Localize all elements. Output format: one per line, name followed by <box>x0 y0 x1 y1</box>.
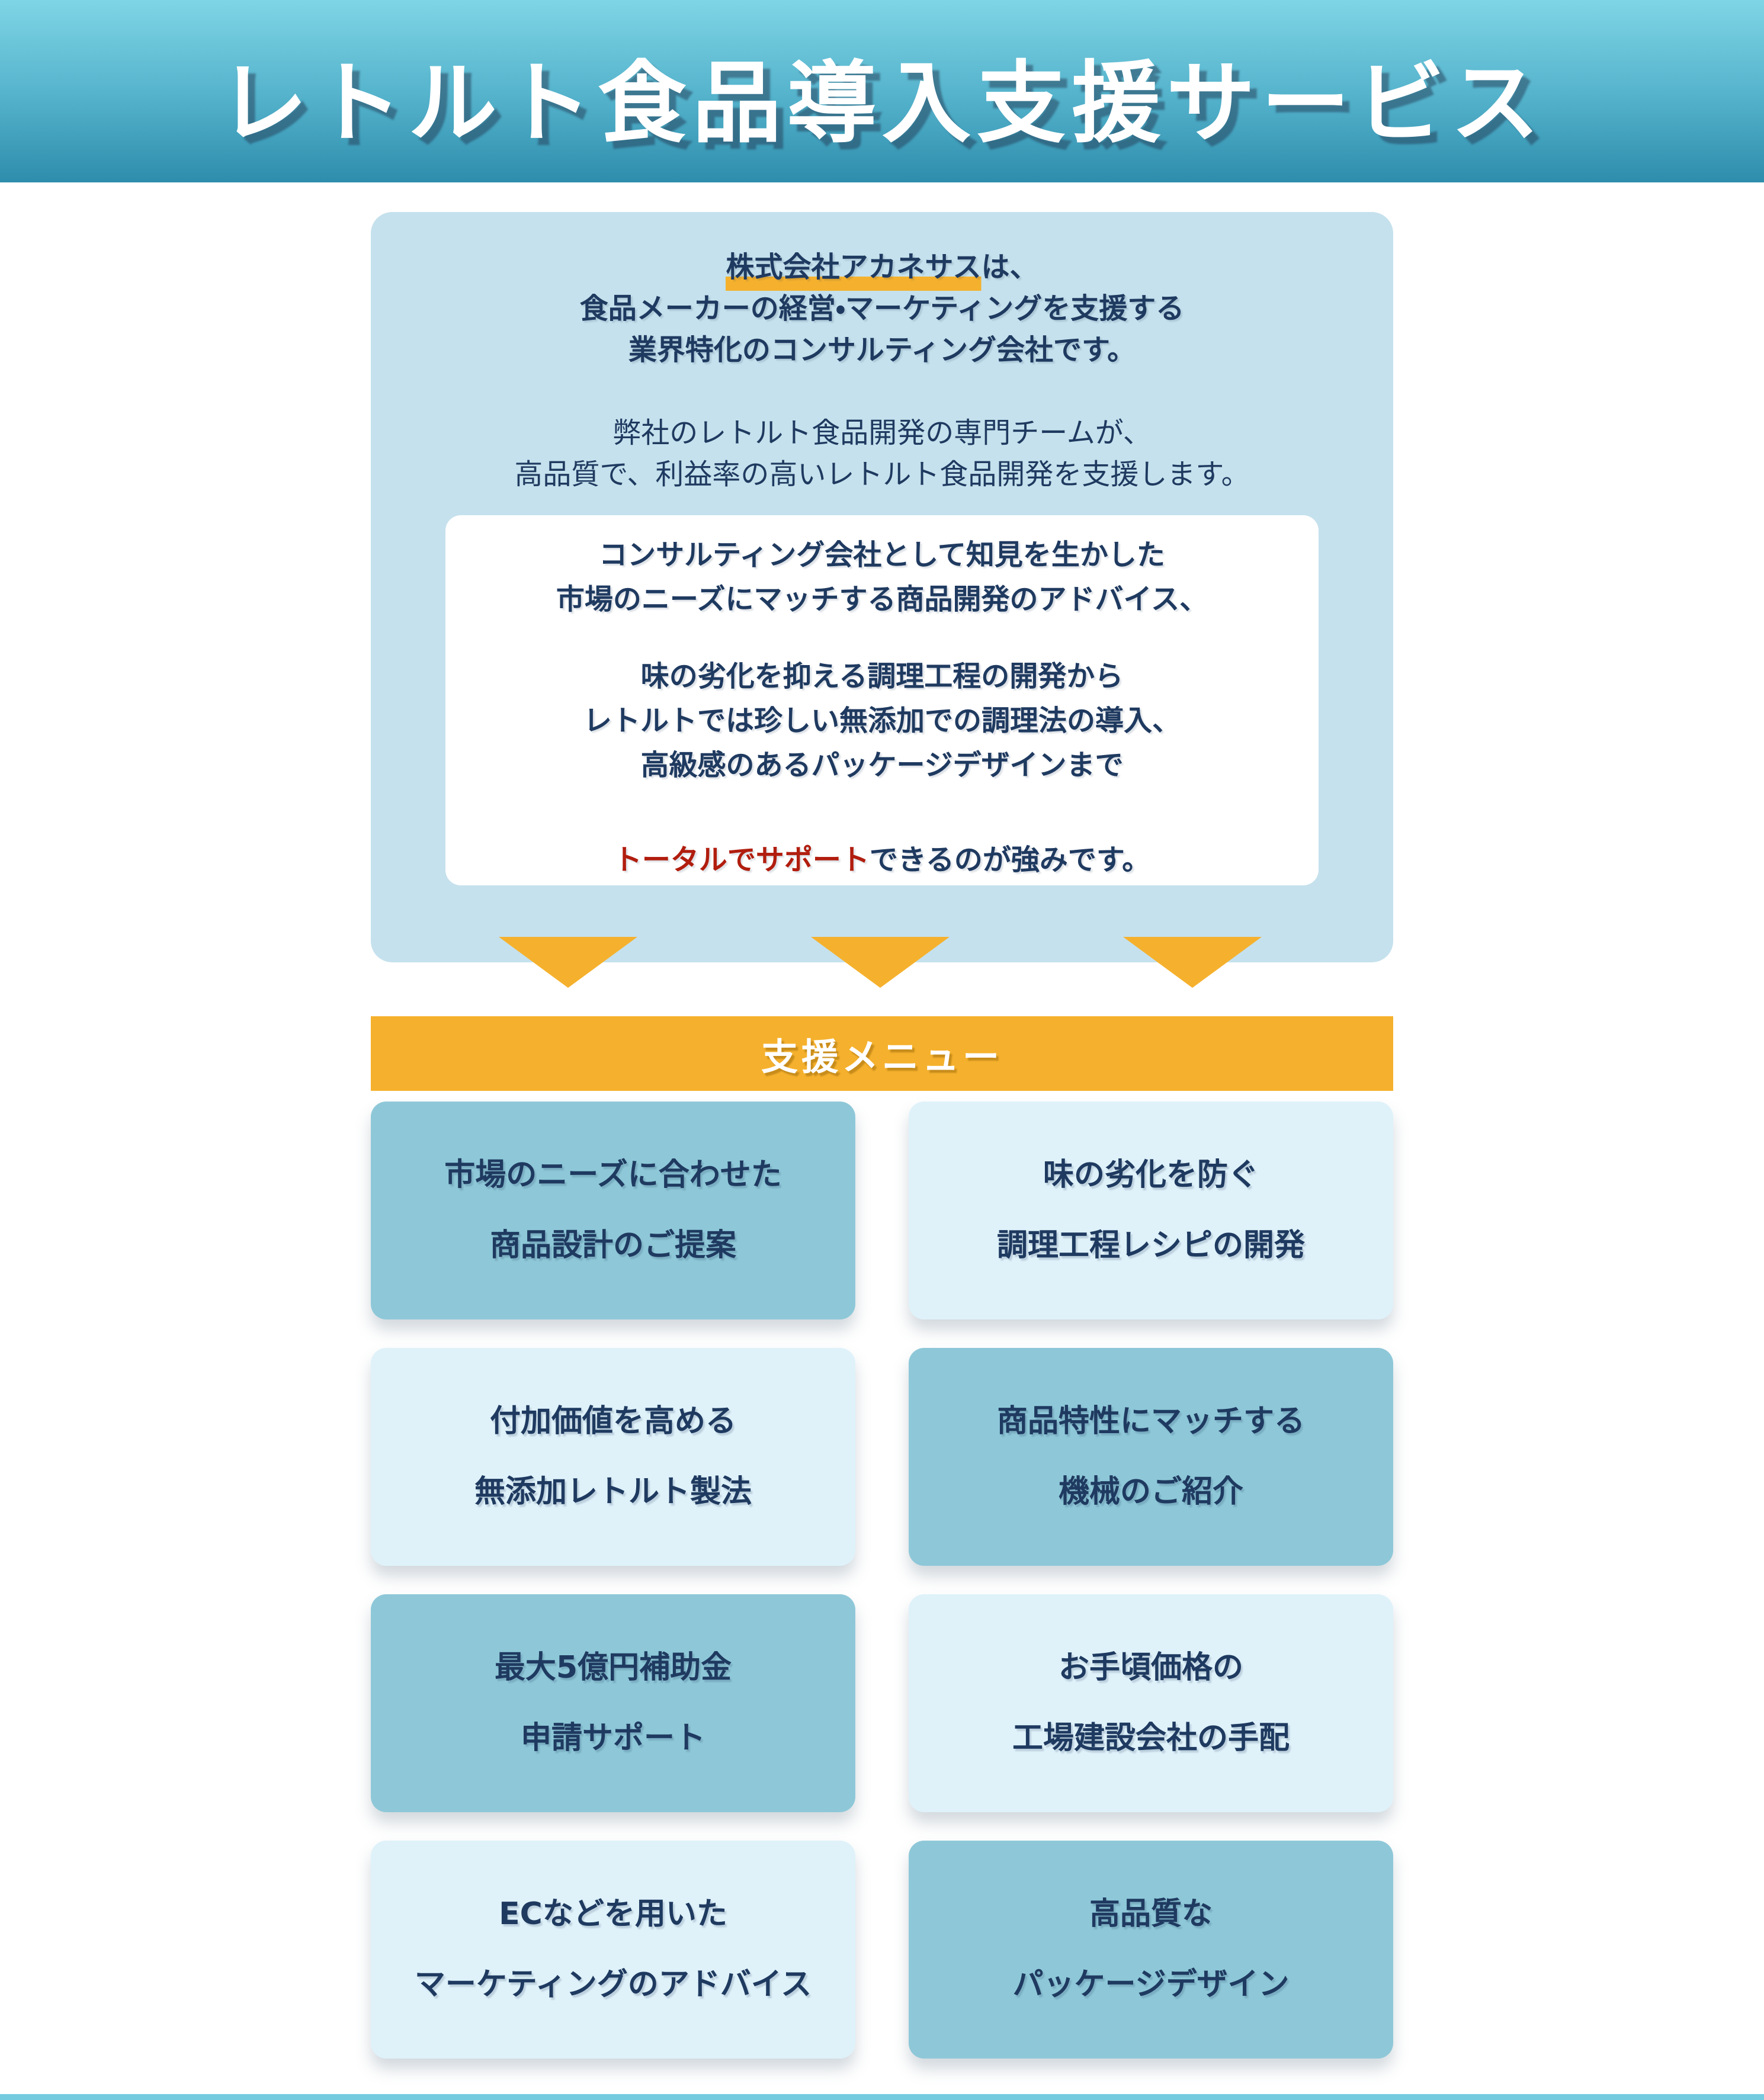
card-line: 商品設計のご提案 <box>489 1228 736 1263</box>
company-name-suffix: は、 <box>981 251 1038 284</box>
strengths-card: コンサルティング会社として知見を生かした 市場のニーズにマッチする商品開発のアド… <box>445 515 1319 885</box>
card-line: ECなどを用いた <box>499 1896 727 1932</box>
intro-lead-line-3: 業界特化のコンサルティング会社です。 <box>628 333 1136 367</box>
card-line: お手頃価格の <box>1058 1649 1243 1685</box>
card-line: 商品特性にマッチする <box>996 1403 1305 1439</box>
flow-arrows <box>371 937 1393 988</box>
card-line: 最大5億円補助金 <box>494 1649 732 1685</box>
header-banner: レトルト食品導入支援サービス <box>0 0 1764 182</box>
card-line: 市場のニーズに合わせた <box>444 1157 782 1193</box>
strengths-line-5: 高級感のあるパッケージデザインまで <box>640 749 1124 782</box>
company-name-line: 株式会社アカネサスは、 <box>371 246 1393 291</box>
support-menu-grid: 市場のニーズに合わせた 商品設計のご提案 味の劣化を防ぐ 調理工程レシピの開発 … <box>371 1102 1393 2059</box>
down-arrow-icon <box>1123 937 1262 988</box>
intro-card: 株式会社アカネサスは、 食品メーカーの経営・マーケティングを支援する 業界特化の… <box>371 212 1393 962</box>
strengths-line-4: レトルトでは珍しい無添加での調理法の導入、 <box>583 704 1181 737</box>
card-line: 高品質な <box>1089 1896 1213 1932</box>
down-arrow-icon <box>499 937 637 988</box>
card-line: 味の劣化を防ぐ <box>1043 1157 1259 1193</box>
down-arrow-icon <box>811 937 950 988</box>
footer-bar <box>0 2094 1764 2100</box>
support-menu-banner: 支援メニュー <box>371 1016 1393 1091</box>
menu-card-package-design: 高品質な パッケージデザイン <box>909 1841 1393 2059</box>
strengths-line-2: 市場のニーズにマッチする商品開発のアドバイス、 <box>556 583 1208 616</box>
menu-card-recipe-development: 味の劣化を防ぐ 調理工程レシピの開発 <box>909 1102 1393 1319</box>
total-support-rest: できるのが強みです。 <box>869 843 1151 876</box>
strengths-line-1: コンサルティング会社として知見を生かした <box>599 538 1165 571</box>
menu-card-subsidy-support: 最大5億円補助金 申請サポート <box>371 1594 855 1812</box>
support-menu-title: 支援メニュー <box>761 1035 1003 1078</box>
menu-card-factory-construction: お手頃価格の 工場建設会社の手配 <box>909 1594 1393 1812</box>
company-name-highlight: 株式会社アカネサス <box>726 251 982 291</box>
company-intro-paragraph: 株式会社アカネサスは、 食品メーカーの経営・マーケティングを支援する 業界特化の… <box>371 246 1393 371</box>
strengths-paragraph-1: コンサルティング会社として知見を生かした 市場のニーズにマッチする商品開発のアド… <box>445 533 1319 622</box>
total-support-text: トータルでサポート <box>613 843 870 876</box>
menu-card-machine-introduction: 商品特性にマッチする 機械のご紹介 <box>909 1348 1393 1566</box>
menu-card-product-design: 市場のニーズに合わせた 商品設計のご提案 <box>371 1102 855 1319</box>
card-line: マーケティングのアドバイス <box>414 1967 812 2002</box>
card-line: 機械のご紹介 <box>1058 1474 1243 1510</box>
team-line-1: 弊社のレトルト食品開発の専門チームが、 <box>612 416 1152 449</box>
intro-lead-line-2: 食品メーカーの経営・マーケティングを支援する <box>579 292 1185 325</box>
strengths-paragraph-2: 味の劣化を抑える調理工程の開発から レトルトでは珍しい無添加での調理法の導入、 … <box>445 654 1319 788</box>
card-line: パッケージデザイン <box>1012 1967 1290 2002</box>
card-line: 工場建設会社の手配 <box>1012 1720 1290 1756</box>
team-line-2: 高品質で、利益率の高いレトルト食品開発を支援します。 <box>514 458 1250 491</box>
card-line: 無添加レトルト製法 <box>474 1474 752 1510</box>
card-line: 調理工程レシピの開発 <box>996 1228 1305 1263</box>
menu-card-ec-marketing: ECなどを用いた マーケティングのアドバイス <box>371 1841 855 2059</box>
main-content: 株式会社アカネサスは、 食品メーカーの経営・マーケティングを支援する 業界特化の… <box>371 212 1393 2059</box>
strengths-total-line: トータルでサポートできるのが強みです。 <box>445 838 1319 882</box>
menu-card-additive-free-method: 付加価値を高める 無添加レトルト製法 <box>371 1348 855 1566</box>
strengths-line-3: 味の劣化を抑える調理工程の開発から <box>640 660 1124 693</box>
card-line: 申請サポート <box>520 1720 705 1756</box>
team-paragraph: 弊社のレトルト食品開発の専門チームが、 高品質で、利益率の高いレトルト食品開発を… <box>371 412 1393 495</box>
page-title: レトルト食品導入支援サービス <box>218 52 1545 155</box>
card-line: 付加価値を高める <box>489 1403 736 1439</box>
